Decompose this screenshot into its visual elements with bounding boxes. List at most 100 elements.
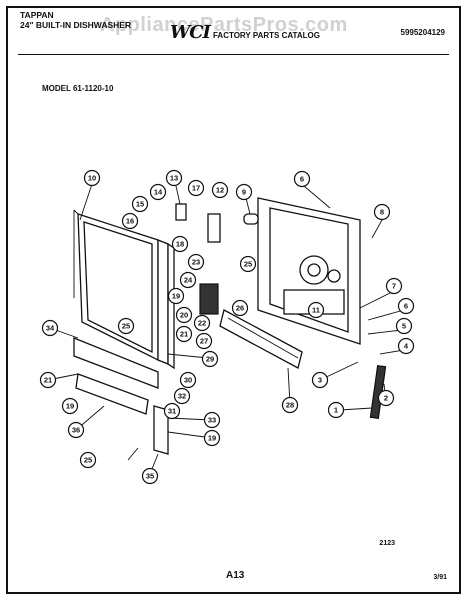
svg-text:10: 10 bbox=[88, 174, 96, 183]
callout-34: 34 bbox=[41, 319, 59, 337]
svg-text:19: 19 bbox=[172, 292, 180, 301]
svg-text:30: 30 bbox=[184, 376, 192, 385]
callout-30: 30 bbox=[179, 371, 197, 389]
callout-19-lower: 19 bbox=[203, 429, 221, 447]
brand-name: TAPPAN bbox=[20, 10, 54, 20]
callout-31: 31 bbox=[163, 402, 181, 420]
callout-2: 2 bbox=[377, 389, 395, 407]
svg-text:1: 1 bbox=[334, 406, 338, 415]
callout-5: 5 bbox=[395, 317, 413, 335]
wci-logo: WCI bbox=[170, 22, 211, 43]
svg-text:6: 6 bbox=[404, 302, 408, 311]
header-left: TAPPAN 24" BUILT-IN DISHWASHER bbox=[20, 10, 131, 30]
callout-1: 1 bbox=[327, 401, 345, 419]
svg-text:17: 17 bbox=[192, 184, 200, 193]
page-number: A13 bbox=[226, 570, 245, 581]
svg-text:21: 21 bbox=[44, 376, 52, 385]
callout-labels: 10 13 14 15 17 12 16 18 9 6 8 23 25 24 1… bbox=[39, 169, 415, 485]
drawing-code: 2123 bbox=[379, 540, 395, 547]
svg-text:22: 22 bbox=[198, 319, 206, 328]
svg-text:25: 25 bbox=[244, 260, 252, 269]
exploded-parts-diagram: 10 13 14 15 17 12 16 18 9 6 8 23 25 24 1… bbox=[39, 169, 415, 485]
kick-plate-front bbox=[73, 337, 169, 455]
callout-19-left: 19 bbox=[61, 397, 79, 415]
model-label: MODEL 61-1120-10 bbox=[42, 84, 114, 93]
callout-20: 20 bbox=[175, 306, 193, 324]
svg-text:6: 6 bbox=[300, 175, 304, 184]
svg-text:24: 24 bbox=[184, 276, 193, 285]
callout-29: 29 bbox=[201, 350, 219, 368]
watermark: AppliancePartsPros.com bbox=[100, 14, 348, 36]
callout-4: 4 bbox=[397, 337, 415, 355]
callout-17: 17 bbox=[187, 179, 205, 197]
svg-text:19: 19 bbox=[66, 402, 74, 411]
header-center: WCI FACTORY PARTS CATALOG bbox=[170, 22, 320, 43]
callout-19-upper: 19 bbox=[167, 287, 185, 305]
svg-text:25: 25 bbox=[122, 322, 130, 331]
svg-text:34: 34 bbox=[46, 324, 55, 333]
svg-text:21: 21 bbox=[180, 330, 188, 339]
svg-text:28: 28 bbox=[286, 401, 294, 410]
svg-text:29: 29 bbox=[206, 355, 214, 364]
svg-text:32: 32 bbox=[178, 392, 186, 401]
svg-text:20: 20 bbox=[180, 311, 188, 320]
callout-6-top: 6 bbox=[293, 170, 311, 188]
catalog-page: AppliancePartsPros.com TAPPAN 24" BUILT-… bbox=[6, 6, 461, 594]
svg-text:33: 33 bbox=[208, 416, 216, 425]
callout-33: 33 bbox=[203, 411, 221, 429]
svg-text:27: 27 bbox=[200, 337, 208, 346]
svg-text:19: 19 bbox=[208, 434, 216, 443]
svg-text:31: 31 bbox=[168, 407, 176, 416]
callout-8: 8 bbox=[373, 203, 391, 221]
svg-text:9: 9 bbox=[242, 188, 246, 197]
callout-16: 16 bbox=[121, 212, 139, 230]
callout-25-bottom: 25 bbox=[79, 451, 97, 469]
svg-text:3: 3 bbox=[318, 376, 322, 385]
svg-text:12: 12 bbox=[216, 186, 224, 195]
callout-7: 7 bbox=[385, 277, 403, 295]
callout-13: 13 bbox=[165, 169, 183, 187]
callout-21-left: 21 bbox=[39, 371, 57, 389]
svg-text:13: 13 bbox=[170, 174, 178, 183]
rinse-dispenser bbox=[327, 269, 341, 283]
callout-32: 32 bbox=[173, 387, 191, 405]
svg-text:14: 14 bbox=[154, 188, 163, 197]
callout-3: 3 bbox=[311, 371, 329, 389]
inner-door-frame bbox=[257, 197, 361, 345]
door-side-trim bbox=[157, 239, 175, 370]
svg-text:2: 2 bbox=[384, 394, 388, 403]
svg-text:36: 36 bbox=[72, 426, 80, 435]
callout-15: 15 bbox=[131, 195, 149, 213]
svg-text:7: 7 bbox=[392, 282, 396, 291]
svg-text:25: 25 bbox=[84, 456, 92, 465]
kick-plate-right bbox=[219, 309, 303, 369]
callout-23: 23 bbox=[187, 253, 205, 271]
callout-12: 12 bbox=[211, 181, 229, 199]
svg-text:18: 18 bbox=[176, 240, 184, 249]
callout-21-mid: 21 bbox=[175, 325, 193, 343]
callout-25-mid: 25 bbox=[239, 255, 257, 273]
revision-date: 3/91 bbox=[433, 574, 447, 581]
svg-text:35: 35 bbox=[146, 472, 154, 481]
callout-10: 10 bbox=[83, 169, 101, 187]
callout-27: 27 bbox=[195, 332, 213, 350]
svg-text:23: 23 bbox=[192, 258, 200, 267]
callout-36: 36 bbox=[67, 421, 85, 439]
callout-14: 14 bbox=[149, 183, 167, 201]
callout-25-left: 25 bbox=[117, 317, 135, 335]
callout-18: 18 bbox=[171, 235, 189, 253]
svg-text:15: 15 bbox=[136, 200, 144, 209]
svg-text:26: 26 bbox=[236, 304, 244, 313]
door-latch-parts bbox=[175, 203, 259, 315]
catalog-title: FACTORY PARTS CATALOG bbox=[212, 31, 320, 40]
product-name: 24" BUILT-IN DISHWASHER bbox=[20, 20, 132, 30]
callout-35: 35 bbox=[141, 467, 159, 485]
callout-11: 11 bbox=[307, 301, 325, 319]
svg-text:5: 5 bbox=[402, 322, 406, 331]
callout-9: 9 bbox=[235, 183, 253, 201]
svg-text:4: 4 bbox=[404, 342, 409, 351]
svg-text:16: 16 bbox=[126, 217, 134, 226]
door-panel bbox=[73, 209, 159, 362]
catalog-part-number: 5995204129 bbox=[400, 28, 446, 37]
callout-26: 26 bbox=[231, 299, 249, 317]
